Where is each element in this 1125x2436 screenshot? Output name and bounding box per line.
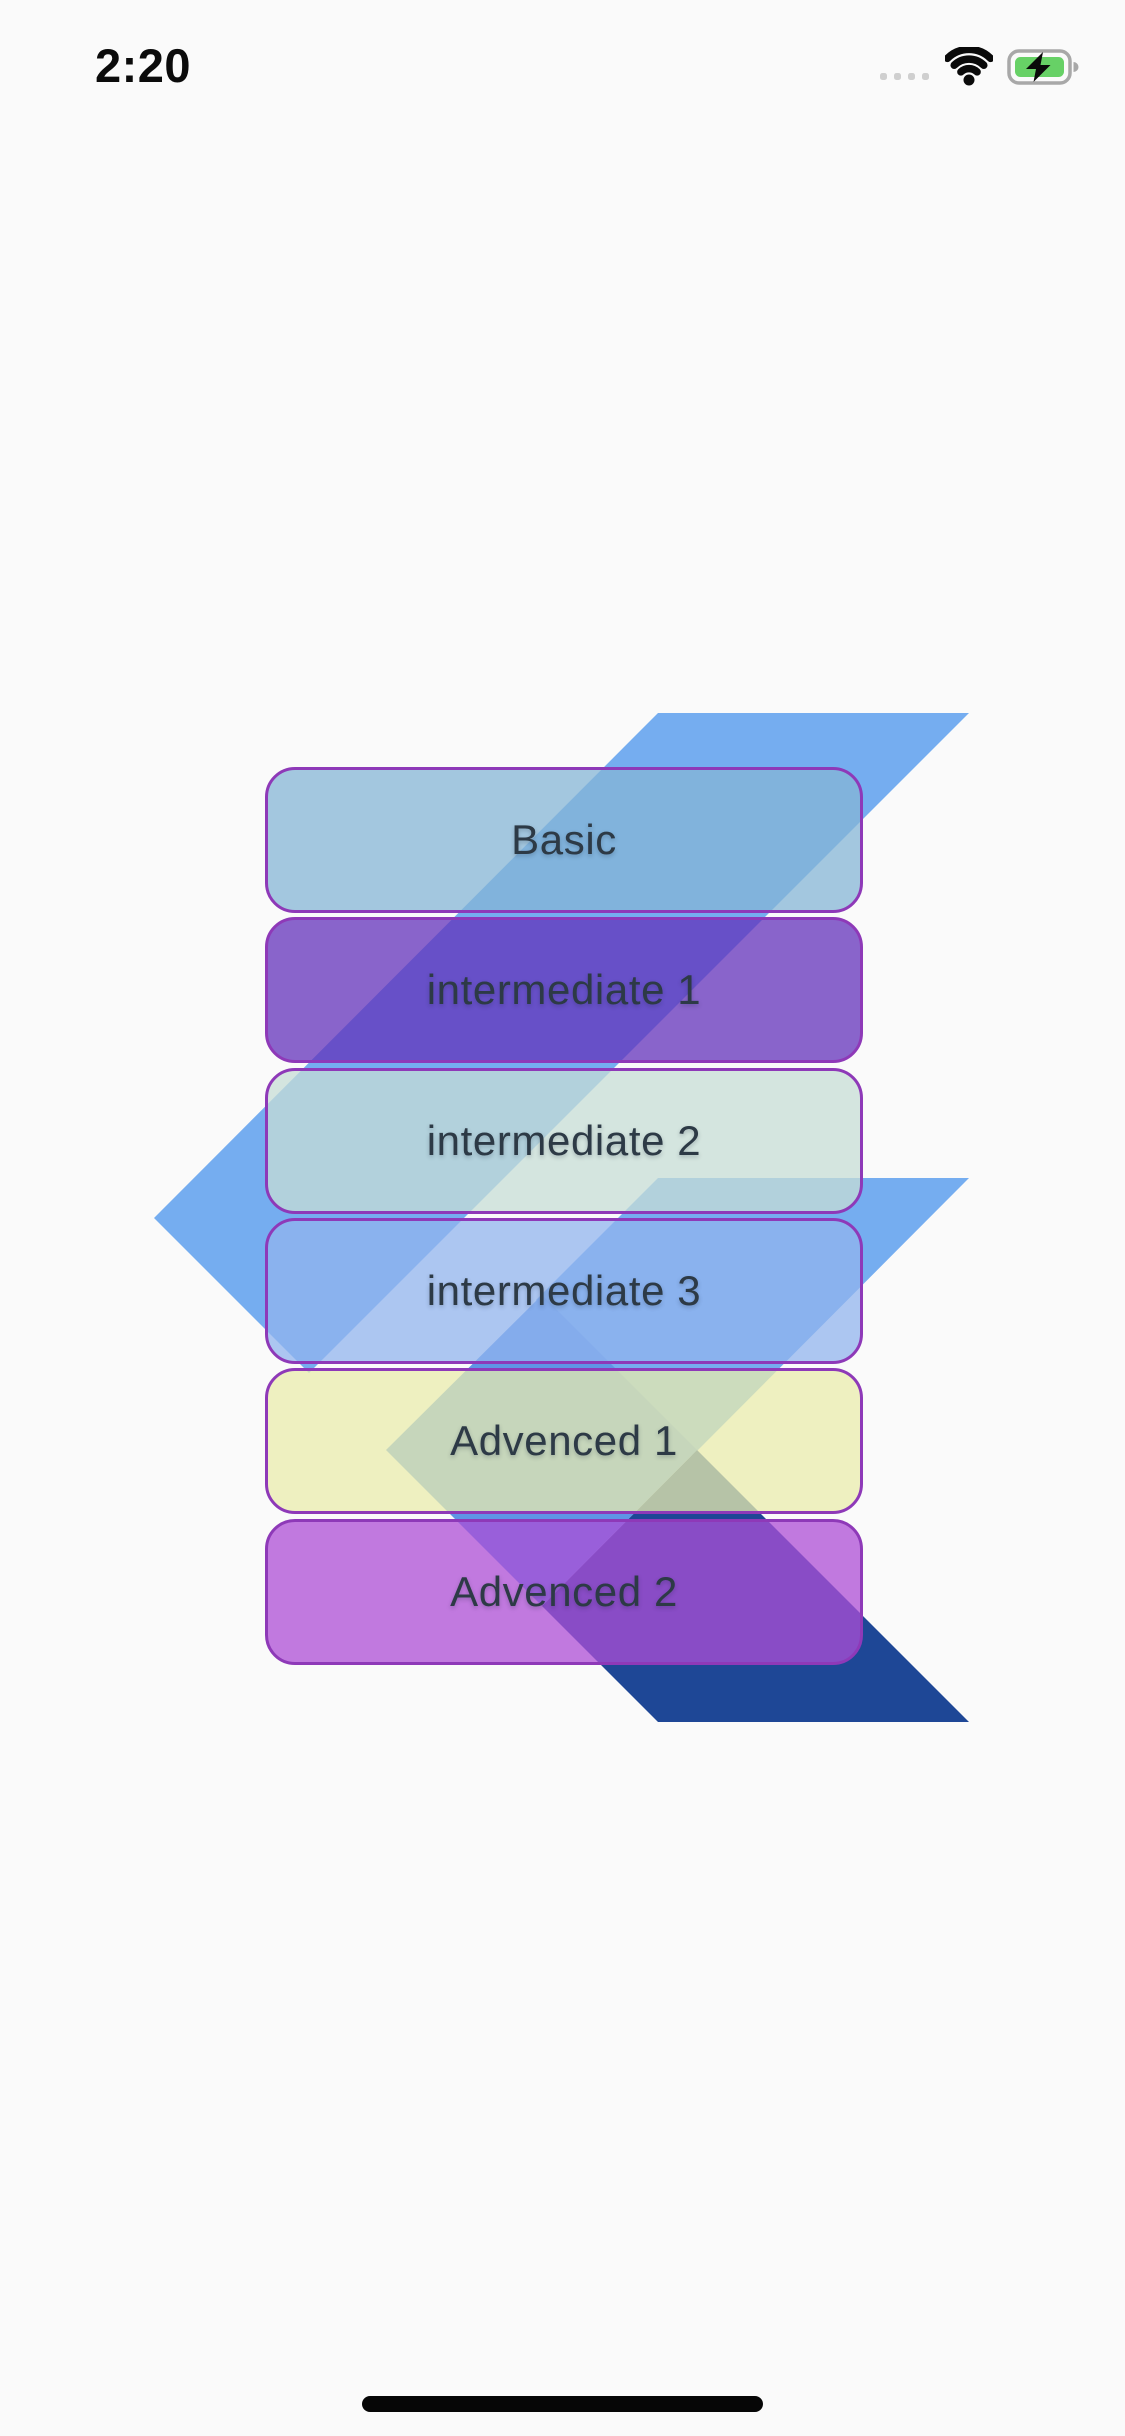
button-label: Basic bbox=[511, 816, 617, 863]
signal-dot-icon bbox=[880, 72, 887, 80]
wifi-icon bbox=[945, 47, 993, 86]
status-bar: 2:20 bbox=[0, 0, 1125, 120]
cellular-signal-dots-icon bbox=[880, 72, 929, 80]
signal-dot-icon bbox=[908, 72, 915, 80]
button-label: Advenced 1 bbox=[450, 1417, 678, 1464]
button-label: intermediate 1 bbox=[426, 966, 702, 1013]
battery-tip bbox=[1073, 62, 1079, 72]
signal-dot-icon bbox=[922, 72, 929, 80]
level-button-intermediate-2[interactable]: intermediate 2 bbox=[265, 1068, 863, 1214]
button-label: intermediate 3 bbox=[426, 1267, 702, 1314]
level-button-advenced-1[interactable]: Advenced 1 bbox=[265, 1368, 863, 1514]
level-button-intermediate-3[interactable]: intermediate 3 bbox=[265, 1218, 863, 1364]
button-label: Advenced 2 bbox=[450, 1568, 678, 1615]
status-bar-icons bbox=[880, 44, 1081, 90]
clock-time: 2:20 bbox=[95, 39, 192, 92]
charging-bolt-icon bbox=[1026, 52, 1051, 82]
button-label: intermediate 2 bbox=[426, 1117, 702, 1164]
level-button-basic[interactable]: Basic bbox=[265, 767, 863, 913]
battery-charging-icon bbox=[1007, 49, 1079, 85]
level-button-intermediate-1[interactable]: intermediate 1 bbox=[265, 917, 863, 1063]
signal-dot-icon bbox=[894, 72, 901, 80]
home-indicator[interactable] bbox=[362, 2396, 763, 2412]
level-button-advenced-2[interactable]: Advenced 2 bbox=[265, 1519, 863, 1665]
